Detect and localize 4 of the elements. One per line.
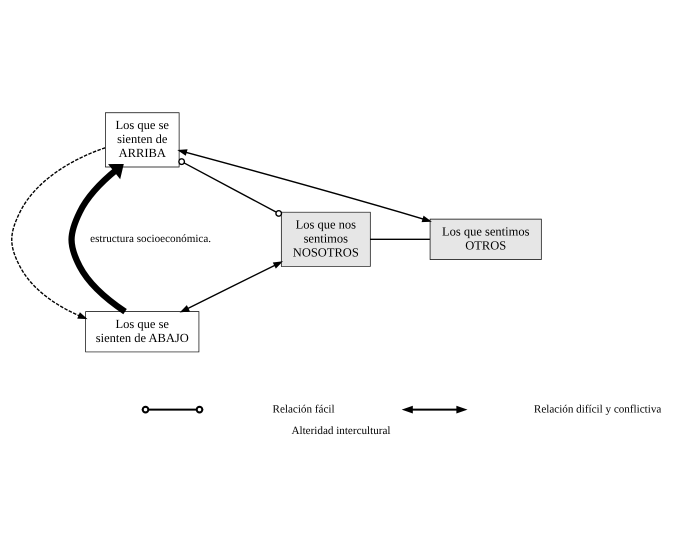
label: estructura socioeconómica. bbox=[90, 232, 212, 244]
caption: Alteridad intercultural bbox=[291, 424, 391, 436]
legend-label: Relación fácil bbox=[272, 402, 335, 415]
legend-label: Relación difícil y conflictiva bbox=[534, 402, 662, 415]
